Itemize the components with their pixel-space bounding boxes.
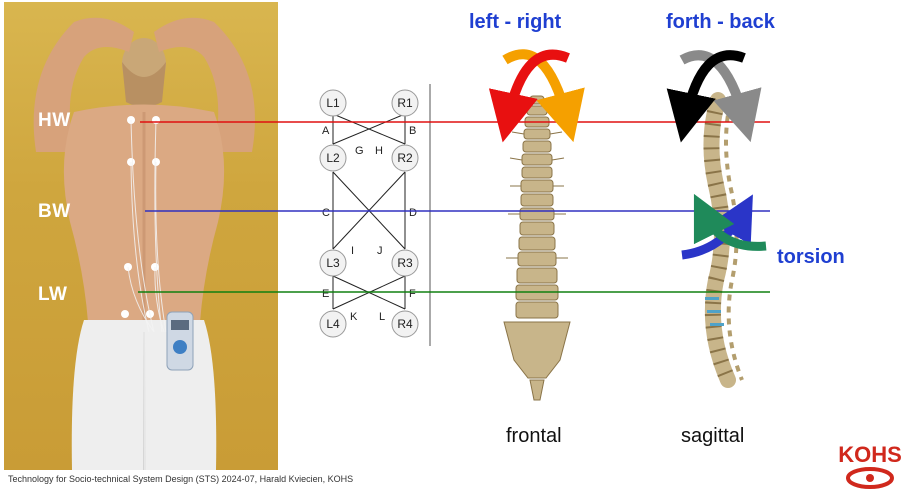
label-frontal: frontal [506, 425, 562, 448]
label-sagittal: sagittal [681, 425, 744, 448]
title-forth-back: forth - back [666, 11, 775, 34]
title-left-right: left - right [469, 11, 561, 34]
title-torsion: torsion [777, 246, 845, 269]
kohs-logo: KOHS [826, 438, 914, 492]
footer-text: Technology for Socio-technical System De… [8, 474, 353, 484]
logo-text: KOHS [838, 442, 902, 467]
frontal-spine [504, 96, 570, 400]
